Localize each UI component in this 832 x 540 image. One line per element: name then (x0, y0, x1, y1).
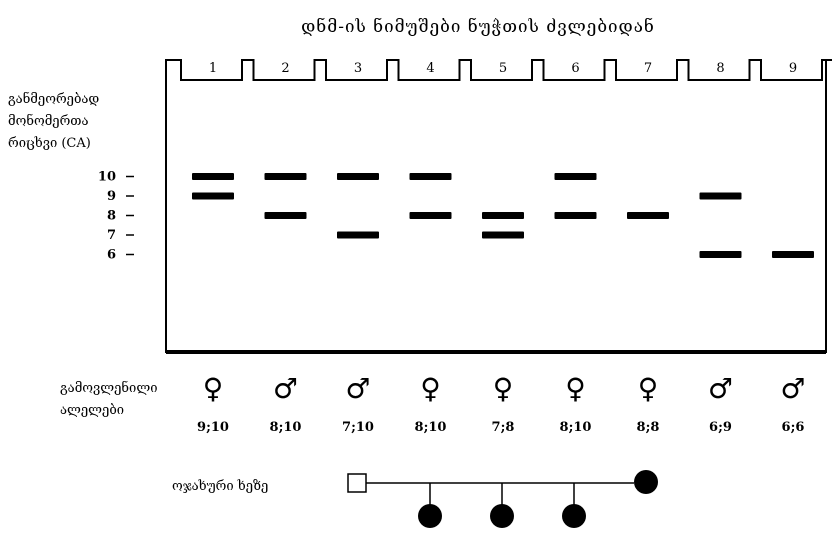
female-icon: ♀ (493, 372, 514, 405)
gel-band (337, 231, 379, 239)
lane-number: 5 (499, 61, 507, 76)
gel-band (264, 173, 307, 180)
y-tick-label: 6 (107, 248, 116, 263)
female-icon: ♀ (565, 372, 586, 405)
y-ticks: 10 9 8 7 6 (98, 170, 134, 263)
pedigree-mother-circle (634, 470, 658, 494)
gel-outline-path (165, 59, 832, 353)
y-tick-label: 10 (98, 170, 116, 185)
gel-band (699, 251, 742, 258)
pedigree-child-circle-3 (562, 504, 586, 528)
lane-number: 2 (281, 61, 289, 76)
allele-value: 8;10 (560, 420, 592, 435)
gel-band (409, 212, 452, 219)
allele-value: 6;9 (709, 420, 732, 435)
lane-number: 8 (716, 61, 724, 76)
y-axis-label-line-1: განმეორებად (8, 91, 99, 107)
allele-value: 8;10 (270, 420, 302, 435)
y-axis-label-line-2: მონომერთა (8, 113, 89, 129)
y-tick-label: 7 (107, 228, 116, 243)
gel-band (554, 173, 597, 180)
male-icon: ♂ (273, 372, 298, 405)
lane-number: 4 (426, 61, 434, 76)
pedigree-label: ოჯახური ხეზე (172, 479, 268, 494)
sex-symbols: ♀ ♂ ♂ ♀ ♀ ♀ ♀ ♂ ♂ (203, 372, 806, 405)
gel-band (772, 251, 814, 258)
pedigree (347, 470, 658, 528)
gel-band (627, 212, 669, 219)
allele-value: 9;10 (197, 420, 229, 435)
lane-numbers: 1 2 3 4 5 6 7 8 9 (209, 61, 797, 76)
allele-value: 7;10 (342, 420, 374, 435)
gel-outline (165, 59, 832, 354)
diagram-title: დნმ-ის ნიმუშები ნუჭთის ძვლებიდან (301, 17, 655, 37)
alleles-label-line-2: ალელები (60, 403, 124, 418)
pedigree-child-circle-2 (490, 504, 514, 528)
gel-band (192, 173, 234, 180)
y-tick-label: 9 (107, 189, 116, 204)
allele-values: 9;10 8;10 7;10 8;10 7;8 8;10 8;8 6;9 6;6 (197, 420, 804, 435)
gel-band (482, 231, 524, 239)
allele-value: 7;8 (492, 420, 515, 435)
lane-number: 6 (571, 61, 579, 76)
gel-band (482, 212, 524, 219)
gel-bands (192, 173, 814, 258)
female-icon: ♀ (420, 372, 441, 405)
female-icon: ♀ (203, 372, 224, 405)
pedigree-child-circle-1 (418, 504, 442, 528)
female-icon: ♀ (638, 372, 659, 405)
allele-value: 8;10 (415, 420, 447, 435)
male-icon: ♂ (780, 372, 805, 405)
lane-number: 3 (354, 61, 362, 76)
allele-value: 8;8 (637, 420, 660, 435)
gel-band (699, 192, 742, 200)
y-axis-label-line-3: რიცხვი (CA) (8, 136, 91, 151)
allele-value: 6;6 (782, 420, 805, 435)
lane-number: 1 (209, 61, 217, 76)
y-tick-label: 8 (107, 209, 116, 224)
male-icon: ♂ (708, 372, 733, 405)
gel-band (337, 173, 379, 180)
lane-number: 9 (789, 61, 797, 76)
alleles-label-line-1: გამოვლენილი (60, 380, 157, 396)
gel-band (409, 173, 452, 180)
gel-band (264, 212, 307, 219)
male-icon: ♂ (345, 372, 370, 405)
gel-band (192, 192, 234, 200)
pedigree-father-square (347, 473, 367, 493)
gel-band (554, 212, 597, 219)
lane-number: 7 (644, 61, 652, 76)
